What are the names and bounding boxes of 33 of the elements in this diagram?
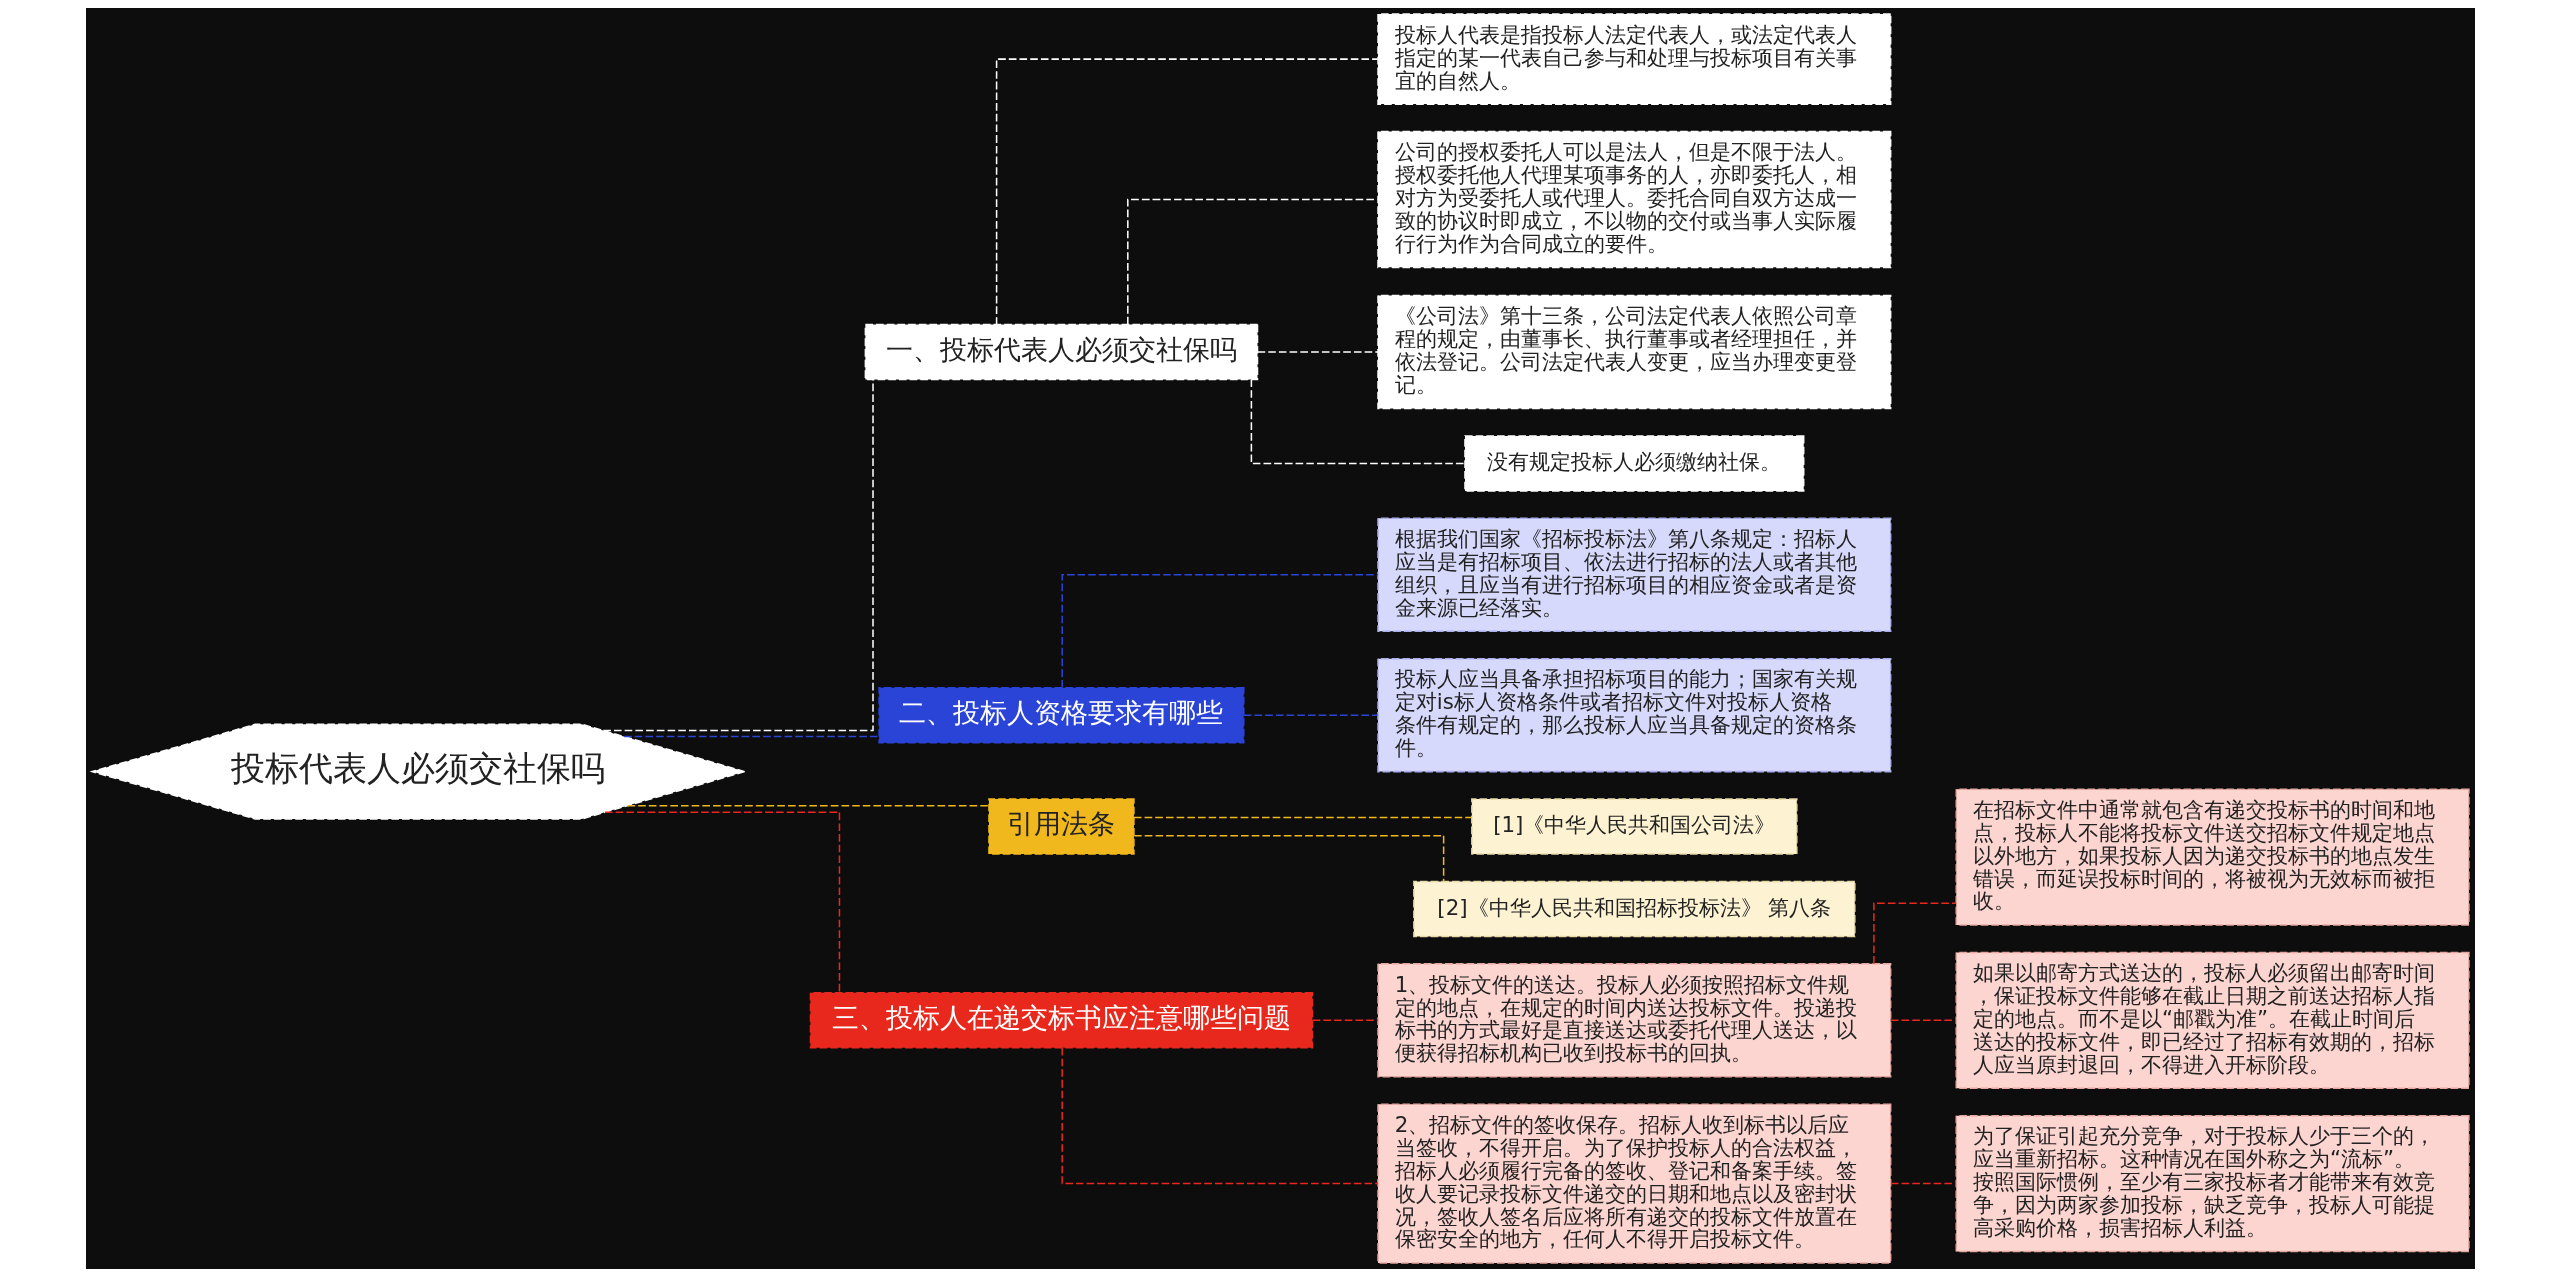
connector bbox=[1311, 1019, 1379, 1022]
node-box: 公司的授权委托人可以是法人，但是不限于法人。授权委托他人代理某项事务的人，亦即委托人，相对方为受委托人或代理人。委托合同自双方达成一致的协议时即成立，不以物的交付或当事人实际履行行为作为合同成立的要件。 bbox=[1376, 130, 1891, 269]
connector bbox=[1242, 714, 1378, 716]
node-box: 引用法条 bbox=[987, 798, 1135, 855]
node-box: [1]《中华人民共和国公司法》 bbox=[1470, 798, 1798, 855]
node-box: 为了保证引起充分竞争，对于投标人少于三个的，应当重新招标。这种情况在国外称之为“流标”。按照国际惯例，至少有三家投标者才能带来有效竞争，因为两家参加投标，缺乏竞争，投标人可能提高采购价格，损害招标人利益。 bbox=[1955, 1114, 2470, 1253]
connector bbox=[626, 804, 990, 807]
node-box: 一、投标代表人必须交社保吗 bbox=[864, 323, 1258, 381]
connector bbox=[1132, 834, 1444, 882]
node-box: 1、投标文件的送达。投标人必须按照招标文件规定的地点，在规定的时间内送达投标文件。投递投标书的方式最好是直接送达或委托代理人送达，以便获得招标机构已收到投标书的回执。 bbox=[1376, 963, 1891, 1078]
node-box: 没有规定投标人必须缴纳社保。 bbox=[1463, 435, 1804, 492]
connector bbox=[1060, 574, 1379, 689]
connector bbox=[622, 735, 880, 738]
connector bbox=[1256, 351, 1379, 353]
connector bbox=[1889, 1182, 1957, 1185]
connector bbox=[602, 379, 874, 732]
connector bbox=[1889, 1019, 1957, 1022]
connector bbox=[603, 811, 840, 994]
connector bbox=[995, 58, 1378, 326]
node-box: 投标人代表是指投标人法定代表人，或法定代表人指定的某一代表自己参与和处理与投标项目有关事宜的自然人。 bbox=[1376, 13, 1891, 105]
connector bbox=[1250, 378, 1465, 465]
node-box: 如果以邮寄方式送达的，投标人必须留出邮寄时间，保证投标文件能够在截止日期之前送达招标人指定的地点。而不是以“邮戳为准”。在截止时间后送达的投标文件，即已经过了招标有效期的，招标人应当原封退回，不得进入开标阶段。 bbox=[1955, 951, 2470, 1089]
node-box: [2]《中华人民共和国招标投标法》 第八条 bbox=[1412, 880, 1856, 938]
connector bbox=[1132, 816, 1473, 819]
node-box: 2、招标文件的签收保存。招标人收到标书以后应当签收，不得开启。为了保护投标人的合法权益，招标人必须履行完备的签收、登记和备案手续。签收人要记录投标文件递交的日期和地点以及密封状况，签收人签名后应将所有递交的投标文件放置在保密安全的地方，任何人不得开启投标文件。 bbox=[1376, 1103, 1891, 1264]
node-box: 投标人应当具备承担招标项目的能力；国家有关规定对is标人资格条件或者招标文件对投标人资格条件有规定的，那么投标人应当具备规定的资格条件。 bbox=[1376, 657, 1891, 773]
node-box: 在招标文件中通常就包含有递交投标书的时间和地点，投标人不能将投标文件送交招标文件规定地点以外地方，如果投标人因为递交投标书的地点发生错误，而延误投标时间的，将被视为无效标而被拒收。 bbox=[1955, 788, 2470, 926]
node-box: 《公司法》第十三条，公司法定代表人依照公司章程的规定，由董事长、执行董事或者经理担任，并依法登记。公司法定代表人变更，应当办理变更登记。 bbox=[1376, 294, 1891, 410]
node-box: 根据我们国家《招标投标法》第八条规定：招标人应当是有招标项目、依法进行招标的法人或者其他组织，且应当有进行招标项目的相应资金或者是资金来源已经落实。 bbox=[1376, 517, 1891, 632]
connector bbox=[1872, 902, 1957, 965]
connector bbox=[1060, 1047, 1379, 1185]
node-box: 二、投标人资格要求有哪些 bbox=[877, 686, 1245, 744]
node-box: 三、投标人在递交标书应注意哪些问题 bbox=[809, 992, 1313, 1049]
